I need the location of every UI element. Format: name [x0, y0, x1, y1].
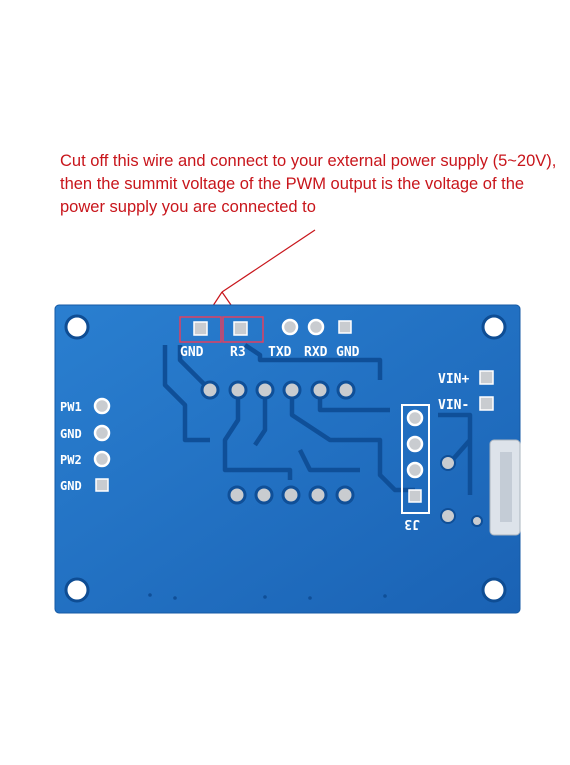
annotation-line-3: power supply you are connected to	[60, 198, 316, 216]
top-labels: GND R3 TXD RXD GND	[180, 345, 360, 360]
mounting-holes	[64, 314, 507, 603]
label-txd: TXD	[268, 345, 292, 360]
left-pads: PW1 GND PW2 GND	[60, 397, 111, 493]
vin-pads: VIN+ VIN-	[438, 370, 494, 413]
header-pads-row-1	[200, 380, 356, 400]
label-gnd-left-1: GND	[60, 427, 82, 441]
label-vin-minus: VIN-	[438, 398, 469, 413]
highlight-boxes	[179, 316, 264, 343]
label-pw2: PW2	[60, 453, 82, 467]
annotation-line-1: Cut off this wire and connect to your ex…	[60, 152, 557, 170]
top-pads	[193, 318, 352, 336]
annotation-text: Cut off this wire and connect to your ex…	[60, 150, 560, 219]
label-gnd-top-2: GND	[336, 345, 360, 360]
label-j3: J3	[404, 516, 420, 531]
header-pads-row-2	[227, 485, 355, 505]
usb-connector	[440, 439, 521, 536]
annotation-line-2: then the summit voltage of the PWM outpu…	[60, 175, 525, 193]
label-rxd: RXD	[304, 345, 328, 360]
label-vin-plus: VIN+	[438, 372, 469, 387]
label-gnd-top-1: GND	[180, 345, 204, 360]
label-gnd-left-2: GND	[60, 479, 82, 493]
label-pw1: PW1	[60, 400, 82, 414]
j3-connector: J3	[401, 404, 430, 531]
label-r3: R3	[230, 345, 246, 360]
bottom-vias	[148, 593, 387, 600]
pcb-traces	[162, 343, 473, 495]
